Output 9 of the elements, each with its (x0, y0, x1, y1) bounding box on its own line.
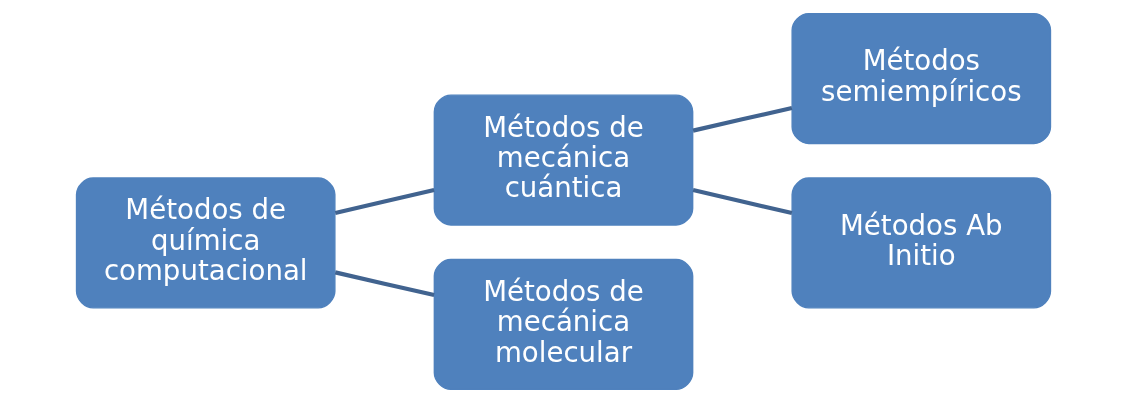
node-box: Métodos de mecánica cuántica (433, 94, 693, 226)
connector (334, 187, 435, 216)
node-box: Métodos semiempíricos (790, 12, 1051, 145)
connector (334, 270, 435, 298)
node-box: Métodos de mecánica molecular (433, 258, 693, 391)
connector (692, 187, 792, 216)
node-box: Métodos Ab Initio (790, 177, 1051, 309)
node-box: Métodos de química computacional (75, 177, 336, 309)
connector (692, 105, 792, 133)
